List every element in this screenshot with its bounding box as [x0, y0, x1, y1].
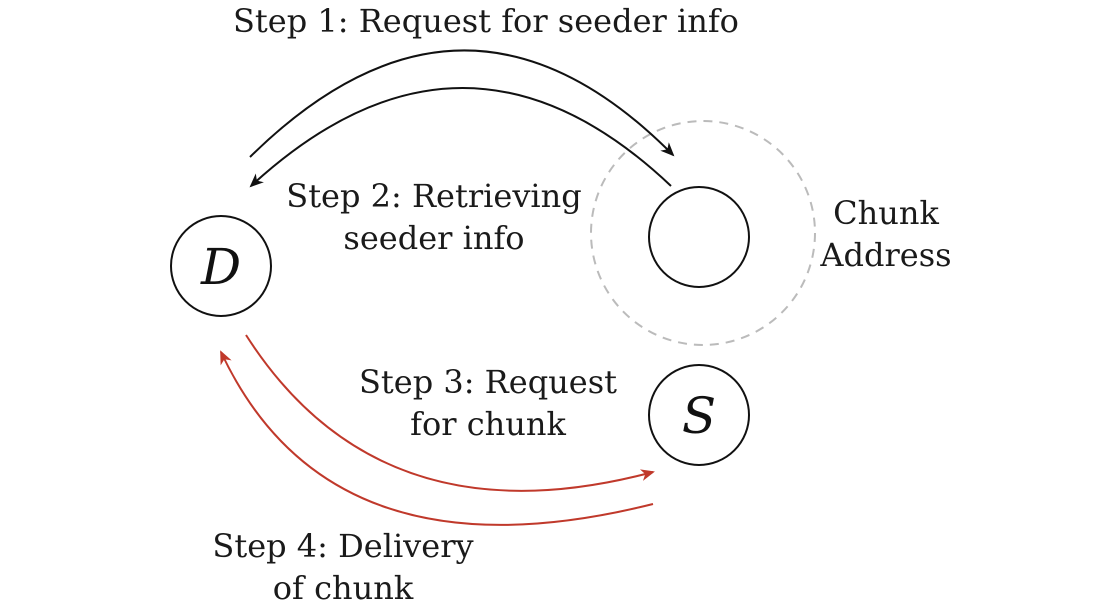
chunk-address-label: Chunk Address — [816, 192, 956, 276]
chunk-address-line2: Address — [820, 236, 952, 274]
seeder-node-label: S — [682, 387, 716, 445]
step2-arrow — [249, 87, 672, 188]
chunk-address-region — [590, 120, 816, 346]
step1-label: Step 1: Request for seeder info — [233, 0, 739, 42]
step2-text-line1: Step 2: Retrieving — [286, 177, 582, 215]
downloader-node: D — [170, 215, 272, 317]
step2-label: Step 2: Retrieving seeder info — [284, 175, 584, 259]
step3-text-line2: for chunk — [410, 405, 566, 443]
diagram-canvas: D S — [170, 49, 816, 526]
step3-arrow — [245, 334, 655, 492]
step1-text: Step 1: Request for seeder info — [233, 2, 739, 40]
chunk-node — [648, 186, 750, 288]
step2-text-line2: seeder info — [343, 219, 525, 257]
seeder-node: S — [648, 364, 750, 466]
chunk-address-line1: Chunk — [833, 194, 939, 232]
step4-text-line2: of chunk — [272, 569, 414, 607]
step4-arrow — [220, 350, 654, 526]
step3-text-line1: Step 3: Request — [358, 363, 618, 401]
downloader-node-label: D — [200, 238, 241, 296]
step4-label: Step 4: Delivery of chunk — [205, 525, 481, 609]
step1-arrow — [249, 49, 675, 158]
step3-label: Step 3: Request for chunk — [357, 361, 619, 445]
step4-text-line1: Step 4: Delivery — [212, 527, 474, 565]
